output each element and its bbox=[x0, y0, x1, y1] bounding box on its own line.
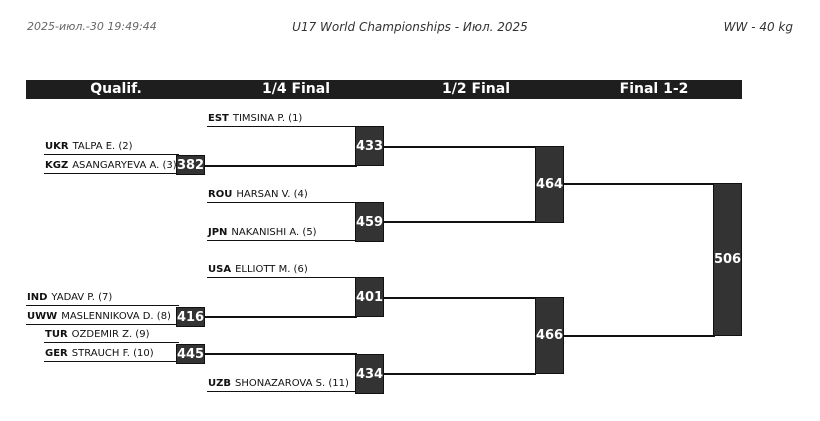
bout-number-box[interactable]: 401 bbox=[355, 277, 384, 317]
round-final: Final 1-2 bbox=[619, 81, 689, 97]
bout-number-box[interactable]: 434 bbox=[355, 354, 384, 394]
timestamp: 2025-июл.-30 19:49:44 bbox=[27, 20, 157, 33]
country-code: GER bbox=[45, 348, 68, 359]
country-code: IND bbox=[27, 292, 48, 303]
bracket-line bbox=[205, 316, 357, 318]
competitor-name: TALPA E. (2) bbox=[72, 141, 133, 152]
country-code: UWW bbox=[27, 311, 58, 322]
bracket-line bbox=[205, 353, 357, 355]
competitor-name: MASLENNIKOVA D. (8) bbox=[61, 311, 171, 322]
competitor-name: OZDEMIR Z. (9) bbox=[71, 329, 150, 340]
country-code: ROU bbox=[208, 189, 233, 200]
event-title: U17 World Championships - Июл. 2025 bbox=[292, 20, 528, 34]
bout-number-box[interactable]: 464 bbox=[535, 146, 564, 223]
round-semifinal: 1/2 Final bbox=[441, 81, 511, 97]
country-code: EST bbox=[208, 113, 229, 124]
competitor-slot: UZB SHONAZAROVA S. (11) bbox=[207, 377, 358, 392]
country-code: UKR bbox=[45, 141, 69, 152]
country-code: KGZ bbox=[45, 160, 69, 171]
round-header-bar: Qualif. 1/4 Final 1/2 Final Final 1-2 bbox=[26, 80, 742, 99]
bout-number-box[interactable]: 466 bbox=[535, 297, 564, 374]
round-qualif: Qualif. bbox=[90, 81, 142, 97]
bout-number-box[interactable]: 416 bbox=[176, 307, 205, 327]
country-code: USA bbox=[208, 264, 232, 275]
round-quarterfinal: 1/4 Final bbox=[261, 81, 331, 97]
bracket-line bbox=[384, 221, 536, 223]
competitor-name: ASANGARYEVA A. (3) bbox=[72, 160, 177, 171]
competitor-name: TIMSINA P. (1) bbox=[232, 113, 303, 124]
country-code: TUR bbox=[45, 329, 68, 340]
weight-category: WW - 40 kg bbox=[723, 20, 793, 34]
bout-number-box[interactable]: 459 bbox=[355, 202, 384, 242]
bracket-line bbox=[564, 335, 715, 337]
competitor-name: ELLIOTT M. (6) bbox=[235, 264, 308, 275]
bout-number-box[interactable]: 433 bbox=[355, 126, 384, 166]
bracket-line bbox=[564, 183, 715, 185]
bout-number-box[interactable]: 382 bbox=[176, 155, 205, 175]
bracket-line bbox=[205, 165, 357, 167]
competitor-name: SHONAZAROVA S. (11) bbox=[235, 378, 349, 389]
bout-number-box[interactable]: 506 bbox=[713, 183, 742, 336]
bout-number-box[interactable]: 445 bbox=[176, 344, 205, 364]
competitor-name: STRAUCH F. (10) bbox=[71, 348, 154, 359]
bracket-line bbox=[384, 146, 536, 148]
competitor-name: YADAV P. (7) bbox=[51, 292, 113, 303]
country-code: UZB bbox=[208, 378, 231, 389]
country-code: JPN bbox=[208, 227, 228, 238]
competitor-name: NAKANISHI A. (5) bbox=[231, 227, 317, 238]
bracket-line bbox=[384, 373, 536, 375]
competitor-name: HARSAN V. (4) bbox=[236, 189, 308, 200]
bracket-line bbox=[384, 297, 536, 299]
